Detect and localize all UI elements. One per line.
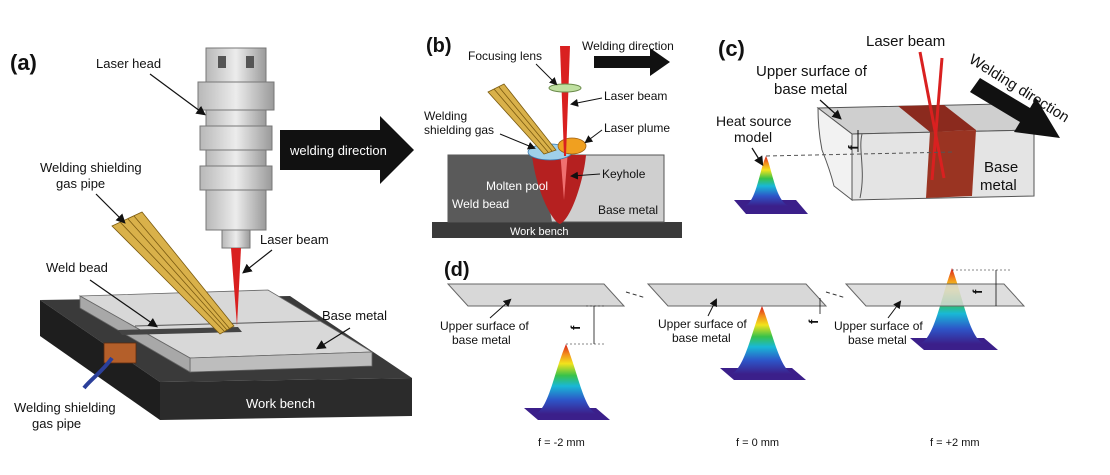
upper-surface-label-c-2: base metal [774, 81, 847, 98]
gas-pipe-label-top-2: gas pipe [56, 176, 105, 191]
weld-bead-a [118, 327, 242, 335]
shield-gas-label-1: Welding [424, 109, 467, 123]
divider-2 [825, 291, 847, 299]
welding-direction-label-a: welding direction [289, 143, 387, 158]
laser-head-label: Laser head [96, 56, 161, 71]
panel-a-letter: (a) [10, 50, 37, 75]
upper-surface-label-d2-2: base metal [672, 331, 731, 345]
weld-bead-label-a: Weld bead [46, 260, 108, 275]
base-metal-label-b: Base metal [598, 203, 658, 217]
molten-pool-label: Molten pool [486, 179, 548, 193]
welding-direction-arrow-c [970, 78, 1060, 138]
laser-beam-a [231, 248, 241, 326]
case-label-3: f = +2 mm [930, 437, 980, 449]
gas-pipes-a [111, 211, 235, 335]
laser-beam-b [560, 46, 570, 156]
heat-source-label-2: model [734, 129, 772, 145]
panel-b-letter: (b) [426, 35, 452, 57]
base-metal-label-a: Base metal [322, 308, 387, 323]
base-metal-label-c-1: Base [984, 159, 1018, 176]
work-bench-label-b: Work bench [510, 226, 569, 238]
laser-head [197, 47, 275, 249]
gas-pipe-label-top-1: Welding shielding [40, 160, 142, 175]
gas-pipes-b [487, 83, 557, 155]
work-bench-label-a: Work bench [246, 396, 315, 411]
f-label-c: f [845, 145, 861, 150]
keyhole-label: Keyhole [602, 167, 646, 181]
heat-source-model-c [734, 156, 808, 214]
upper-surface-label-d2-1: Upper surface of [658, 317, 747, 331]
weld-bead-label-b: Weld bead [452, 197, 509, 211]
upper-surface-label-c-1: Upper surface of [756, 63, 868, 80]
work-bench-b [432, 222, 682, 238]
welding-direction-label-b: Welding direction [582, 39, 674, 53]
panel-c-letter: (c) [718, 36, 745, 61]
blue-gas-hose [82, 356, 114, 390]
weld-bead-b [448, 155, 552, 222]
panel-b: (b) Work bench Welding direction Focusin… [424, 35, 682, 238]
f-label-d-1: f [568, 325, 583, 330]
shield-gas-label-2: shielding gas [424, 123, 494, 137]
plate-case-1 [446, 283, 626, 420]
f-label-d-2: f [806, 319, 821, 324]
panel-a: (a) [10, 47, 414, 431]
plate-case-2 [646, 283, 828, 380]
divider-1 [625, 291, 647, 299]
plate-case-3 [844, 268, 1026, 350]
upper-surface-label-d3-2: base metal [848, 333, 907, 347]
upper-surface-label-d3-1: Upper surface of [834, 319, 923, 333]
gas-pipe-label-bottom-2: gas pipe [32, 416, 81, 431]
laser-beam-c-2 [930, 57, 944, 181]
keyhole [560, 150, 568, 200]
upper-surface-label-d1-2: base metal [452, 333, 511, 347]
laser-beam-label-c: Laser beam [866, 33, 945, 50]
upper-surface-label-d1-1: Upper surface of [440, 319, 529, 333]
panel-d-letter: (d) [444, 259, 470, 281]
focusing-lens-label: Focusing lens [468, 49, 542, 63]
case-label-2: f = 0 mm [736, 437, 779, 449]
gas-pipe-label-bottom-1: Welding shielding [14, 400, 116, 415]
f-label-d-3: f [970, 289, 985, 294]
heat-source-label-1: Heat source [716, 113, 792, 129]
laser-plume-label: Laser plume [604, 121, 670, 135]
laser-beam-label-a: Laser beam [260, 232, 329, 247]
laser-plume [557, 137, 587, 155]
welding-direction-arrow-a [280, 116, 414, 184]
welding-direction-arrow-b [594, 48, 670, 76]
focal-dashed-line [765, 151, 955, 157]
panel-d: (d) f Upper surface of base metal f Uppe… [440, 259, 1026, 449]
case-label-1: f = -2 mm [538, 437, 585, 449]
laser-beam-label-b: Laser beam [604, 89, 667, 103]
laser-beam-c-1 [918, 51, 946, 179]
panel-c: (c) f Welding direction Laser beam Up [716, 33, 1072, 214]
base-metal-label-c-2: metal [980, 177, 1017, 194]
focusing-lens [548, 83, 582, 93]
